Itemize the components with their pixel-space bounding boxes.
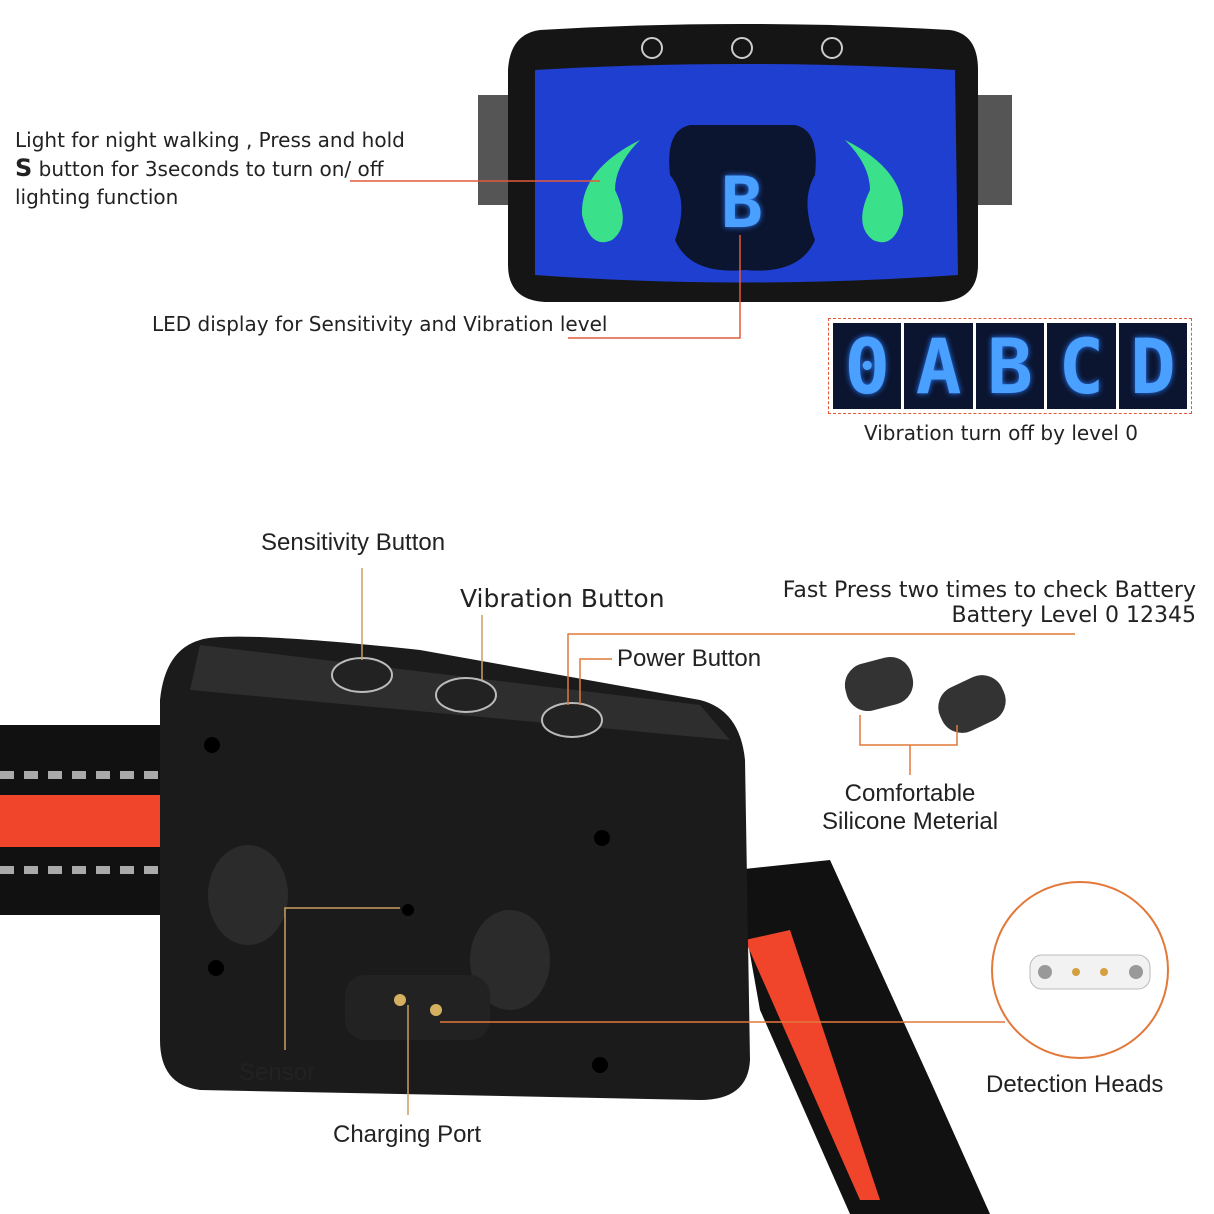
power-button-label: Power Button — [617, 645, 762, 672]
silicone-label: Comfortable Silicone Meterial — [822, 780, 998, 836]
led-level-a: A — [904, 322, 973, 411]
light-description: Light for night walking , Press and hold… — [15, 126, 405, 211]
probe-left — [208, 845, 288, 945]
led-display-letter: B — [720, 162, 764, 244]
top-collar-device — [478, 24, 1012, 302]
vibration-button-label: Vibration Button — [460, 584, 665, 613]
bottom-collar-device — [0, 636, 1169, 1214]
light-right — [845, 140, 904, 243]
bottom-device-body — [160, 636, 750, 1100]
led-level-c: C — [1047, 322, 1116, 411]
battery-line-1: Fast Press two times to check Battery — [782, 578, 1196, 603]
light-line-2: button for 3seconds to turn on/ off — [32, 157, 384, 181]
silicone-line-1: Comfortable — [844, 780, 976, 807]
sensor-label: Sensor — [239, 1059, 316, 1086]
light-line-1: Light for night walking , Press and hold — [15, 128, 405, 152]
strap-right — [735, 860, 990, 1214]
battery-line-2: Battery Level 0 12345 — [951, 603, 1196, 628]
sensitivity-button-label: Sensitivity Button — [261, 529, 446, 556]
light-left — [581, 140, 640, 243]
led-window — [669, 125, 816, 271]
battery-check-label: Fast Press two times to check Battery Ba… — [783, 578, 1196, 628]
led-level-b: B — [975, 322, 1045, 411]
led-level-0: 0 — [833, 322, 902, 411]
probe-right — [470, 910, 550, 1010]
led-level-d: D — [1118, 322, 1188, 411]
led-display-label: LED display for Sensitivity and Vibratio… — [152, 312, 608, 336]
charging-port — [345, 975, 490, 1040]
charging-port-label: Charging Port — [333, 1121, 482, 1148]
s-button-key: S — [15, 154, 33, 182]
detection-heads-label: Detection Heads — [986, 1071, 1164, 1098]
led-levels-panel: 0 A B C D — [828, 318, 1192, 414]
silicone-line-2: Silicone Meterial — [822, 808, 999, 835]
light-line-3: lighting function — [15, 185, 179, 209]
led-caption: Vibration turn off by level 0 — [864, 421, 1138, 445]
